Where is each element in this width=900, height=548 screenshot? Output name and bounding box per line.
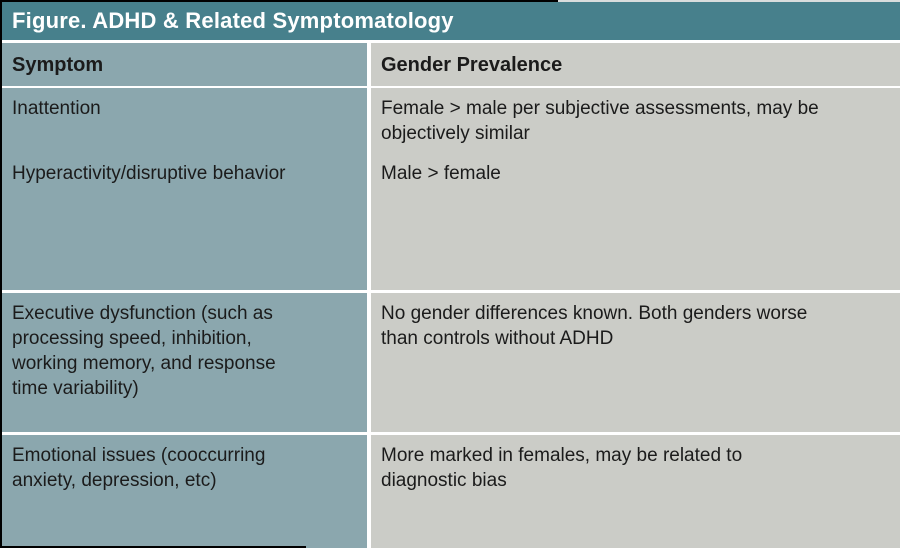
table-row-emotional-issues: Emotional issues (cooccurring anxiety, d… — [2, 435, 900, 548]
table-row-executive-dysfunction: Executive dysfunction (such as processin… — [2, 293, 900, 432]
table-header-row: Symptom Gender Prevalence — [2, 43, 900, 87]
figure-title: Figure. ADHD & Related Symptomatology — [12, 8, 454, 33]
column-header-gender-prevalence: Gender Prevalence — [371, 43, 900, 87]
symptom-cell: Hyperactivity/disruptive behavior — [2, 153, 367, 290]
figure-title-bar: Figure. ADHD & Related Symptomatology — [2, 2, 900, 40]
prevalence-cell: No gender differences known. Both gender… — [371, 293, 900, 432]
table-top-border — [0, 0, 900, 2]
column-header-symptom: Symptom — [2, 43, 367, 87]
prevalence-cell: Male > female — [371, 153, 900, 290]
prevalence-cell: More marked in females, may be related t… — [371, 435, 900, 548]
symptom-cell: Emotional issues (cooccurring anxiety, d… — [2, 435, 367, 548]
prevalence-cell: Female > male per subjective assessments… — [371, 88, 900, 155]
table-left-border — [0, 0, 2, 548]
table-row-hyperactivity: Hyperactivity/disruptive behavior Male >… — [2, 153, 900, 290]
table-row-inattention: Inattention Female > male per subjective… — [2, 88, 900, 155]
table-bottom-border — [0, 546, 306, 548]
symptom-cell: Executive dysfunction (such as processin… — [2, 293, 367, 432]
symptom-cell: Inattention — [2, 88, 367, 155]
